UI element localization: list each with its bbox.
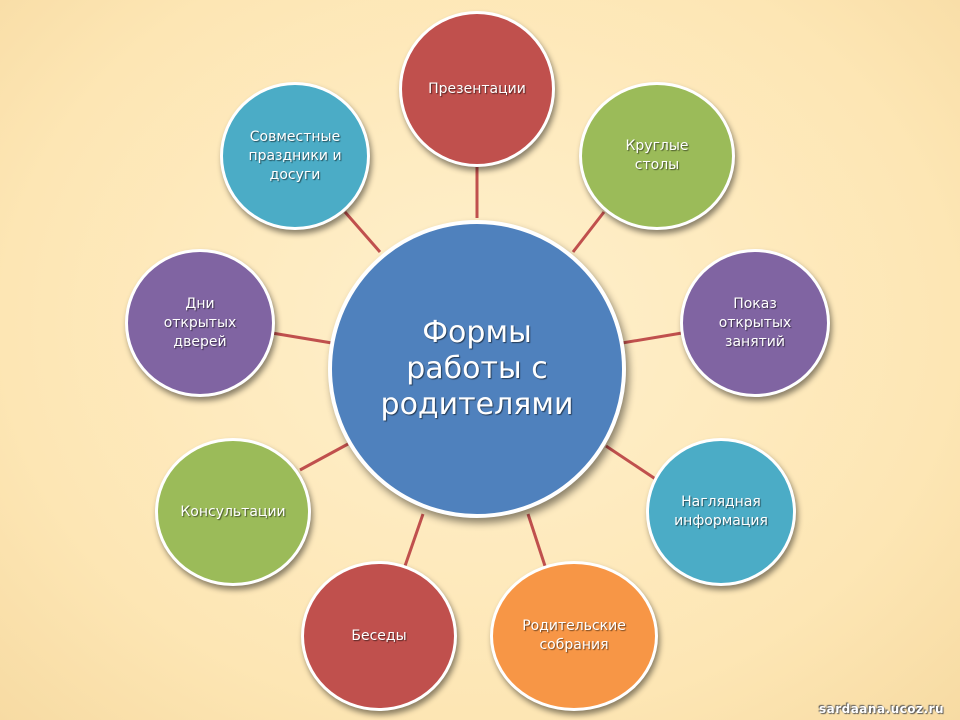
- center-topic-label: Формы работы с родителями: [380, 315, 574, 422]
- node-joint-holidays: Совместные праздники и досуги: [220, 82, 370, 230]
- connector-consultations: [299, 442, 349, 472]
- node-joint-holidays-label: Совместные праздники и досуги: [248, 128, 342, 183]
- node-round-tables: Круглые столы: [579, 82, 735, 230]
- connector-visual-info: [605, 444, 661, 484]
- site-watermark: sardaana.ucoz.ru: [818, 702, 944, 716]
- node-open-lessons: Показ открытых занятий: [680, 249, 830, 397]
- node-open-lessons-label: Показ открытых занятий: [718, 295, 792, 350]
- node-talks-label: Беседы: [351, 627, 407, 644]
- node-round-tables-label: Круглые столы: [625, 138, 689, 173]
- connector-open-lessons: [621, 331, 683, 345]
- node-visual-info: Наглядная информация: [646, 438, 796, 586]
- center-topic: Формы работы с родителями: [328, 220, 626, 518]
- connector-round-tables: [571, 211, 606, 253]
- node-open-days: Дни открытых дверей: [125, 249, 275, 397]
- node-presentations: Презентации: [399, 11, 555, 167]
- node-consultations-label: Консультации: [180, 503, 286, 520]
- connector-talks: [403, 513, 425, 567]
- node-talks: Беседы: [301, 561, 457, 711]
- node-parent-meetings-label: Родительские собрания: [522, 618, 626, 653]
- node-presentations-label: Презентации: [428, 80, 526, 97]
- connector-open-days: [271, 331, 333, 345]
- node-consultations: Консультации: [155, 438, 311, 586]
- node-open-days-label: Дни открытых дверей: [163, 295, 237, 350]
- connector-parent-meetings: [526, 513, 547, 567]
- connector-joint-holidays: [343, 211, 382, 253]
- node-parent-meetings: Родительские собрания: [490, 561, 658, 711]
- node-visual-info-label: Наглядная информация: [674, 494, 768, 529]
